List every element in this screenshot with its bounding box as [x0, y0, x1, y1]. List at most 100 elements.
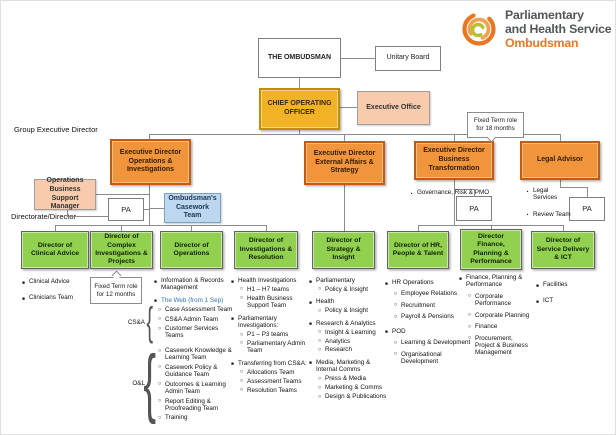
bullet-item: ■Media, Marketing & Internal Comms	[309, 358, 371, 374]
connector-line	[144, 209, 149, 210]
executive-office-box: Executive Office	[357, 91, 430, 125]
connector-line	[418, 225, 419, 231]
circle-bullet-icon: ○	[317, 384, 322, 391]
circle-bullet-icon: ○	[157, 398, 162, 405]
team-group-label: O&L	[132, 379, 145, 387]
circle-bullet-icon: ○	[393, 290, 398, 297]
bullet-item: ■Parliamentary Investigations:	[231, 314, 279, 330]
ombudsmans-casework-team-box: Ombudsman's Casework Team	[164, 193, 221, 223]
square-bullet-icon: ■	[309, 299, 312, 305]
circle-bullet-icon: ○	[467, 312, 472, 319]
exec-director-business-transformation-box: Executive Director Business Transformati…	[414, 141, 494, 180]
square-bullet-icon: ■	[385, 280, 388, 286]
connector-line	[191, 225, 192, 231]
connector-line	[563, 225, 564, 231]
bullet-item: ■Health Investigations	[231, 277, 297, 284]
bt-units-list: •Governance, Risk & PMO	[409, 180, 501, 196]
logo-line-3: Ombudsman	[505, 35, 579, 50]
bullet-item: ○Procurement, Project & Business Managem…	[467, 334, 528, 357]
bullet-item: ○Customer Services Teams	[157, 325, 219, 340]
bullet-item: ○Research	[317, 346, 352, 354]
bullet-item: ■Research & Analytics	[309, 319, 376, 327]
bullet-item: ○P1 – P3 teams	[239, 331, 289, 339]
connector-line	[55, 225, 266, 226]
bullet-item: ○Casework Policy & Guidance Team	[157, 363, 218, 379]
director-complex-investigations-box: Director of Complex Investigations & Pro…	[90, 231, 153, 269]
square-bullet-icon: ■	[309, 360, 312, 366]
connector-line	[149, 134, 150, 139]
bullet-item: ○Policy & Insight	[317, 285, 369, 293]
logo-line-2: and Health Service	[505, 21, 612, 36]
investigations-resolution-teams-list: ■Health Investigations○H1 – H7 teams○Hea…	[230, 272, 310, 394]
bullet-item: ○Insight & Learning	[317, 328, 376, 336]
circle-bullet-icon: ○	[317, 346, 322, 353]
square-bullet-icon: ■	[231, 316, 234, 322]
bullet-item: ○Assessment Teams	[239, 377, 302, 385]
connector-line	[299, 130, 300, 135]
director-operations-box: Director of Operations	[160, 231, 223, 269]
director-hr-people-talent-box: Director of HR, People & Talent	[387, 231, 449, 269]
circle-bullet-icon: ○	[239, 369, 244, 376]
circle-bullet-icon: ○	[317, 286, 322, 293]
circle-bullet-icon: ○	[467, 293, 472, 300]
bullet-item: ○Health Business Support Team	[239, 294, 293, 310]
exec-director-operations-box: Executive Director Operations & Investig…	[110, 139, 191, 185]
square-bullet-icon: ■	[22, 295, 25, 301]
legal-units-list: •Legal Services•Review Team	[525, 178, 573, 218]
circle-bullet-icon: ○	[239, 387, 244, 394]
connector-line	[67, 216, 108, 217]
bullet-item: ■Health	[309, 298, 335, 306]
bullet-item: ○Report Editing & Proofreading Team	[157, 397, 219, 412]
square-bullet-icon: ■	[154, 298, 157, 304]
team-group-ol: O&L { ○Casework Knowledge & Learning Tea…	[125, 345, 233, 422]
circle-bullet-icon: ○	[467, 323, 472, 330]
circle-bullet-icon: ○	[317, 329, 322, 336]
bullet-item: •Governance, Risk & PMO	[410, 189, 490, 196]
brace-icon: {	[143, 340, 157, 426]
square-bullet-icon: •	[410, 190, 413, 196]
team-group-csa: CS&A { ○Case Assessment Team○CS&A Admin …	[125, 302, 233, 342]
service-delivery-ict-teams-list: ■Facilities■ICT	[535, 272, 599, 305]
connector-line	[474, 189, 475, 196]
circle-bullet-icon: ○	[239, 340, 244, 347]
director-strategy-insight-box: Director of Strategy & Insight	[312, 231, 375, 269]
pa-box: PA	[108, 198, 144, 221]
circle-bullet-icon: ○	[239, 331, 244, 338]
bullet-item: ○Press & Media	[317, 375, 366, 383]
circle-bullet-icon: ○	[467, 335, 472, 342]
square-bullet-icon: ■	[231, 361, 234, 367]
circle-bullet-icon: ○	[393, 313, 398, 320]
logo-line-1: Parliamentary	[505, 8, 584, 22]
square-bullet-icon: ■	[309, 321, 312, 327]
bullet-item: ○Finance	[467, 323, 498, 331]
bullet-item: ○Corporate Planning	[467, 311, 530, 319]
circle-bullet-icon: ○	[393, 339, 398, 346]
bullet-item: ○Recruitment	[393, 301, 435, 309]
strategy-insight-teams-list: ■Parliamentary○Policy & Insight■Health○P…	[308, 272, 388, 400]
circle-bullet-icon: ○	[157, 325, 162, 332]
connector-line	[149, 185, 150, 225]
connector-line	[491, 225, 492, 229]
bullet-item: ■The Web (from 1 Sep)	[154, 296, 224, 304]
connector-line	[344, 185, 345, 231]
bullet-item: ■Clinicians Team	[22, 294, 73, 302]
square-bullet-icon: ■	[459, 275, 462, 281]
connector-line	[454, 180, 455, 225]
connector-line	[55, 225, 56, 231]
director-service-delivery-ict-box: Director of Service Delivery & ICT	[531, 231, 595, 269]
finance-planning-teams-list: ■Finance, Planning & Performance○Corpora…	[458, 267, 534, 357]
square-bullet-icon: ■	[154, 278, 157, 284]
connector-line	[344, 134, 345, 141]
fixed-term-12-callout: Fixed Term role for 12 months	[90, 277, 142, 304]
square-bullet-icon: •	[526, 188, 529, 194]
pa-box: PA	[456, 196, 492, 221]
bullet-item: ○Policy & Insight	[317, 307, 369, 315]
bullet-item: •Legal Services	[526, 187, 558, 202]
circle-bullet-icon: ○	[317, 393, 322, 400]
ombudsman-box: THE OMBUDSMAN	[258, 38, 341, 78]
square-bullet-icon: ■	[309, 278, 312, 284]
bullet-item: ○H1 – H7 teams	[239, 285, 289, 293]
operations-teams-list: ■Information & Records Management■The We…	[153, 272, 235, 304]
connector-line	[454, 134, 455, 141]
